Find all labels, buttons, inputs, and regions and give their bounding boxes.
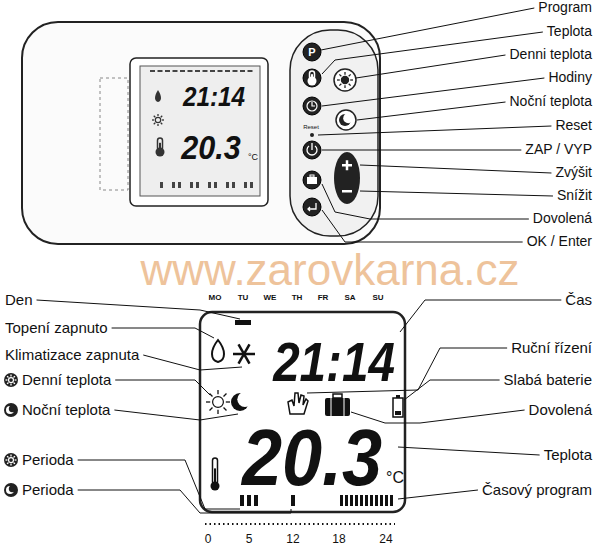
display-time: 21:14	[273, 331, 395, 393]
display-frame	[200, 312, 405, 512]
display-label: Čas	[565, 292, 592, 309]
axis-number: 0	[205, 533, 212, 546]
lcd-temperature: 20.3	[181, 129, 241, 166]
legend-icon	[4, 373, 18, 387]
display-label: Slabá baterie	[504, 372, 592, 389]
leader-line	[357, 102, 506, 120]
leader-line	[115, 380, 210, 395]
axis-number: 24	[379, 533, 392, 546]
moon-symbol	[231, 392, 253, 411]
leader-line	[322, 210, 523, 242]
day-name: TU	[238, 294, 249, 303]
display-label: Ruční řízení	[511, 340, 592, 357]
leader-line	[322, 184, 529, 219]
leader-line	[360, 191, 553, 196]
leader-line	[400, 300, 561, 332]
display-label: Noční teplota	[22, 402, 110, 419]
button-label: Program	[538, 0, 592, 15]
lcd-unit: °C	[248, 153, 258, 163]
day-name: TH	[292, 294, 303, 303]
button-label: ZAP / VYP	[525, 142, 592, 157]
display-label: Teplota	[544, 447, 592, 464]
button-letter: P	[308, 46, 315, 58]
leader-line	[37, 300, 240, 319]
display-unit: °C	[386, 469, 404, 487]
leader-line	[78, 460, 240, 509]
sun-symbol	[6, 375, 17, 386]
moon-symbol	[339, 113, 353, 126]
axis-number: 18	[332, 533, 345, 546]
day-name: SU	[372, 294, 383, 303]
button-label: Dovolená	[533, 211, 592, 226]
day-name: MO	[209, 294, 222, 303]
axis-number: 12	[286, 533, 299, 546]
lcd-segments	[150, 70, 253, 188]
display-label: Denní teplota	[22, 372, 111, 389]
legend-icon	[4, 403, 18, 417]
leader-line	[360, 165, 551, 173]
leader-line	[398, 447, 540, 455]
leader-lines	[37, 8, 562, 513]
legend-icon	[4, 453, 18, 467]
display-label: Dovolená	[529, 402, 592, 419]
display-icons	[206, 320, 403, 506]
leader-line	[356, 55, 505, 78]
time-axis	[205, 523, 395, 525]
leader-line	[404, 380, 500, 400]
display-label: Den	[5, 292, 33, 309]
reset-text: Reset	[303, 124, 319, 131]
thermometer-symbol	[156, 138, 165, 157]
sun-symbol	[6, 455, 17, 466]
moon-symbol	[6, 405, 16, 414]
display-label: Perioda	[22, 452, 74, 469]
sun-symbol	[152, 114, 164, 126]
button-label: Teplota	[547, 24, 592, 39]
leader-line	[114, 410, 238, 420]
thermometer-symbol	[308, 71, 317, 86]
display-temperature: 20.3	[242, 414, 382, 502]
legend-icon	[4, 483, 18, 497]
button-label: Reset	[555, 118, 592, 133]
display-label: Topení zapnuto	[5, 320, 108, 337]
axis-number: 5	[246, 533, 253, 546]
day-name: WE	[264, 294, 277, 303]
button-label: Snížit	[557, 188, 592, 203]
lcd-time: 21:14	[183, 83, 245, 113]
button-label: Noční teplota	[510, 94, 593, 109]
moon-symbol	[6, 485, 16, 494]
leader-line	[318, 126, 551, 135]
thermometer-symbol	[211, 458, 220, 491]
day-name: SA	[344, 294, 355, 303]
leader-line	[112, 328, 214, 338]
display-label: Časový program	[482, 482, 592, 499]
day-name: FR	[318, 294, 329, 303]
display-label: Perioda	[22, 482, 74, 499]
leader-line	[398, 490, 478, 499]
sun-symbol	[337, 72, 353, 88]
thermostat-housing	[22, 22, 380, 244]
display-label: Klimatizace zapnuta	[5, 347, 139, 364]
leader-line	[321, 8, 534, 50]
buttons	[303, 43, 360, 216]
leader-line	[143, 355, 242, 370]
button-label: Hodiny	[548, 70, 592, 85]
leader-line	[322, 150, 521, 151]
button-label: Denni teplota	[509, 47, 592, 62]
sun-symbol	[206, 390, 230, 414]
watermark: www.zarovkarna.cz	[140, 246, 519, 294]
button-label: OK / Enter	[527, 234, 592, 249]
button-label: Zvýšit	[555, 165, 592, 180]
